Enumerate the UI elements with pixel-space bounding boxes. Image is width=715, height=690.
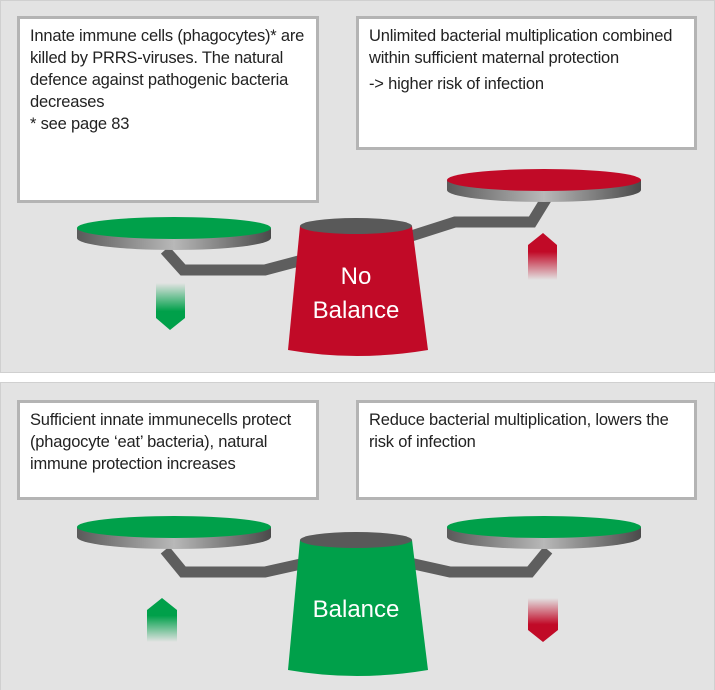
right-plate	[447, 169, 641, 202]
scale-arm	[160, 546, 312, 578]
scale-arm	[403, 193, 553, 244]
right-plate	[447, 516, 641, 549]
no-balance-scale: No Balance	[77, 169, 641, 356]
right-info-box-bottom: Reduce bacterial multiplication, lowers …	[356, 400, 697, 500]
arrow-up-icon	[147, 598, 177, 642]
left-plate	[77, 217, 271, 250]
no-balance-label: Balance	[313, 297, 400, 324]
left-plate	[77, 516, 271, 549]
arrow-down-icon	[528, 598, 558, 642]
arrow-up-icon	[528, 233, 557, 280]
arrow-down-icon	[156, 283, 185, 330]
scale-arm	[403, 546, 553, 578]
info-note: -> higher risk of infection	[369, 75, 544, 93]
balance-scale: Balance	[77, 516, 641, 676]
base-top	[300, 532, 412, 548]
info-text: Unlimited bacterial multiplication combi…	[369, 27, 673, 67]
base-top	[300, 218, 412, 234]
footnote: * see page 83	[30, 115, 130, 133]
no-balance-label: No	[341, 263, 372, 290]
scale-arm	[160, 246, 312, 276]
info-text: Reduce bacterial multiplication, lowers …	[369, 411, 669, 451]
balance-label: Balance	[313, 596, 400, 623]
right-info-box-top: Unlimited bacterial multiplication combi…	[356, 16, 697, 150]
left-info-box-bottom: Sufficient innate immunecells protect (p…	[17, 400, 319, 500]
left-info-box-top: Innate immune cells (phagocytes)* are ki…	[17, 16, 319, 203]
scale-base	[288, 540, 428, 676]
scale-base	[288, 226, 428, 356]
info-text: Sufficient innate immunecells protect (p…	[30, 411, 292, 473]
info-text: Innate immune cells (phagocytes)* are ki…	[30, 27, 305, 111]
